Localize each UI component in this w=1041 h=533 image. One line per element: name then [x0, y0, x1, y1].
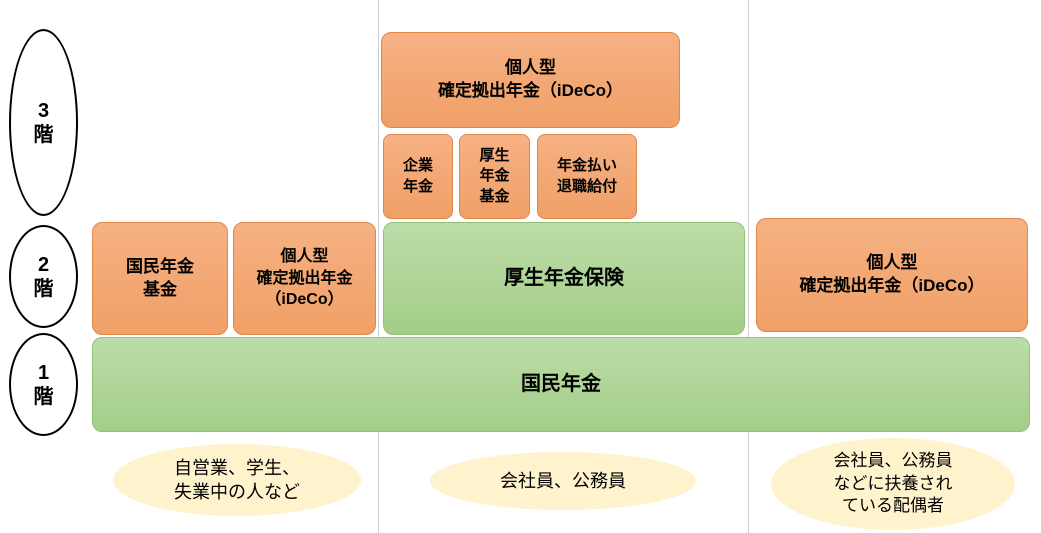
column-divider-left	[378, 0, 379, 533]
floor-3-ellipse: 3 階	[9, 29, 78, 216]
ideco-top-box: 個人型 確定拠出年金（iDeCo）	[381, 32, 680, 128]
audience-self-employed-ellipse: 自営業、学生、 失業中の人など	[113, 444, 361, 516]
column-divider-right	[748, 0, 749, 533]
audience-employees-ellipse: 会社員、公務員	[430, 452, 696, 510]
ideco-left-box: 個人型 確定拠出年金 （iDeCo）	[233, 222, 376, 335]
kosei-nenkin-hoken-box: 厚生年金保険	[383, 222, 745, 335]
corporate-pension-box: 企業 年金	[383, 134, 453, 219]
floor-2-ellipse: 2 階	[9, 225, 78, 328]
kosei-nenkin-kikin-box: 厚生 年金 基金	[459, 134, 530, 219]
ideco-right-box: 個人型 確定拠出年金（iDeCo）	[756, 218, 1028, 332]
kokumin-nenkin-box: 国民年金	[92, 337, 1030, 432]
kokumin-nenkin-kikin-box: 国民年金 基金	[92, 222, 228, 335]
audience-dependents-ellipse: 会社員、公務員 などに扶養され ている配偶者	[771, 438, 1015, 530]
retirement-benefit-box: 年金払い 退職給付	[537, 134, 637, 219]
floor-1-ellipse: 1 階	[9, 333, 78, 436]
